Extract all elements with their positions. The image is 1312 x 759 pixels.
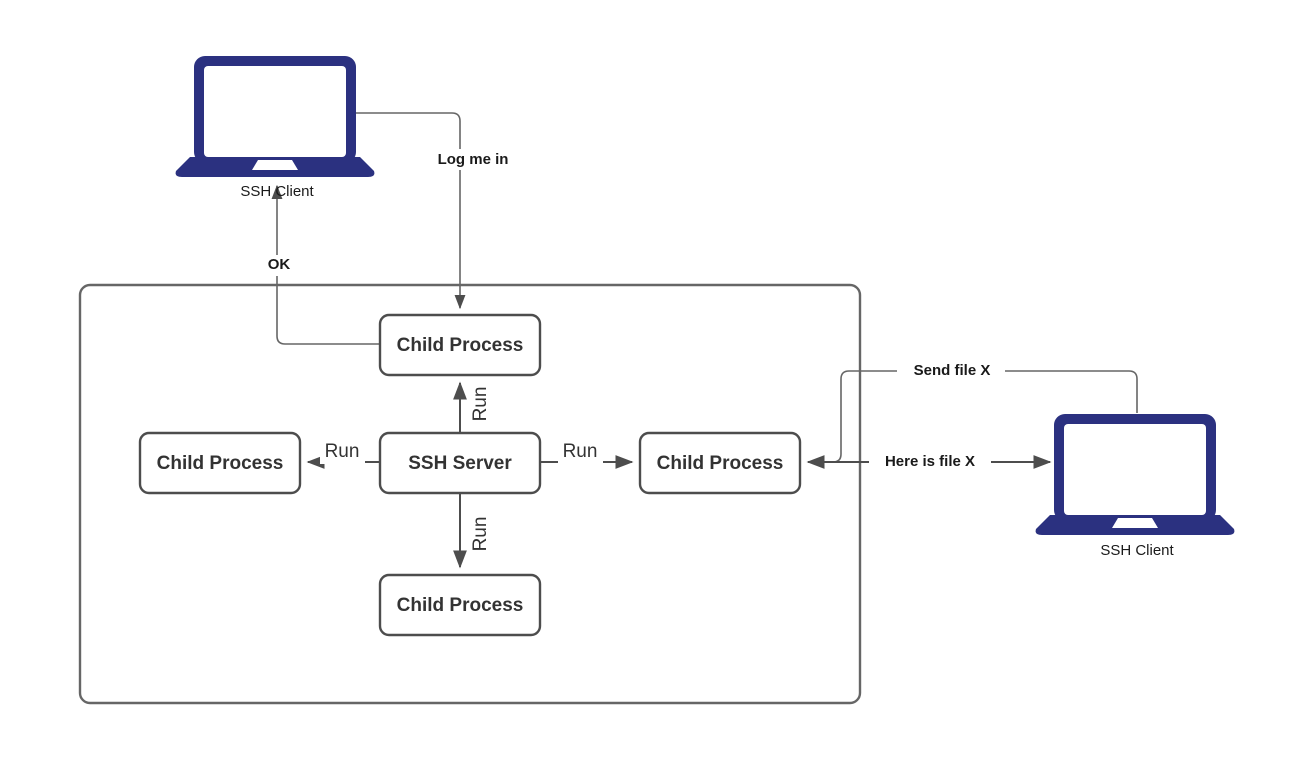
edge-here-is-file-label: Here is file X [885, 453, 975, 470]
laptop-trackpad-notch [252, 160, 298, 170]
edge-log-me-in-line [356, 112, 466, 310]
edge-send-file-x-label: Send file X [914, 362, 991, 379]
edge-log-me-in-label: Log me in [438, 151, 509, 168]
laptop-screen-display [1064, 424, 1206, 515]
laptop-trackpad-notch [1112, 518, 1158, 528]
child-process-bottom-label: Child Process [397, 595, 524, 616]
child-process-top-box[interactable] [378, 313, 542, 377]
node-child-process-left[interactable]: Child Process [138, 431, 302, 495]
node-child-process-bottom[interactable]: Child Process [378, 573, 542, 637]
child-process-right-box[interactable] [638, 431, 802, 495]
ssh-server-box[interactable] [378, 431, 542, 495]
edge-ok-line [271, 184, 380, 345]
edge-run-up-label-group: Run [469, 380, 493, 428]
edge-log-me-in-label-backer [414, 149, 532, 170]
laptop-icon [1035, 414, 1235, 535]
edge-run-down-label: Run [470, 517, 491, 552]
node-child-process-right[interactable]: Child Process [638, 431, 802, 495]
child-process-top-label: Child Process [397, 335, 524, 356]
ssh-server-host-boundary [78, 283, 862, 705]
edge-run-down-label-group: Run [469, 510, 493, 558]
edge-run-up-label-backer [469, 380, 493, 428]
edge-ok-label: OK [268, 256, 291, 273]
edge-run-left-label-backer [320, 440, 365, 464]
edge-send-file-x-label-backer [897, 361, 1005, 382]
edge-run-right-label-backer [558, 440, 603, 464]
edge-run-down-label-backer [469, 510, 493, 558]
ssh-client-top-label: SSH Client [240, 183, 314, 200]
device-ssh-client-right[interactable]: SSH Client [1035, 414, 1235, 559]
edge-run-up-label: Run [470, 387, 491, 422]
laptop-screen-display [204, 66, 346, 157]
child-process-right-label: Child Process [657, 453, 784, 474]
edge-here-is-file-label-backer [869, 452, 991, 473]
laptop-icon [175, 56, 375, 177]
edge-run-right-label: Run [563, 441, 598, 462]
ssh-server-label: SSH Server [408, 453, 512, 474]
node-ssh-server[interactable]: SSH Server [378, 431, 542, 495]
child-process-left-box[interactable] [138, 431, 302, 495]
ssh-client-right-label: SSH Client [1100, 542, 1174, 559]
child-process-bottom-box[interactable] [378, 573, 542, 637]
edge-ok-label-backer [261, 255, 298, 276]
device-ssh-client-top[interactable]: SSH Client [175, 56, 375, 200]
node-child-process-top[interactable]: Child Process [378, 313, 542, 377]
edge-run-left-label: Run [325, 441, 360, 462]
child-process-left-label: Child Process [157, 453, 284, 474]
